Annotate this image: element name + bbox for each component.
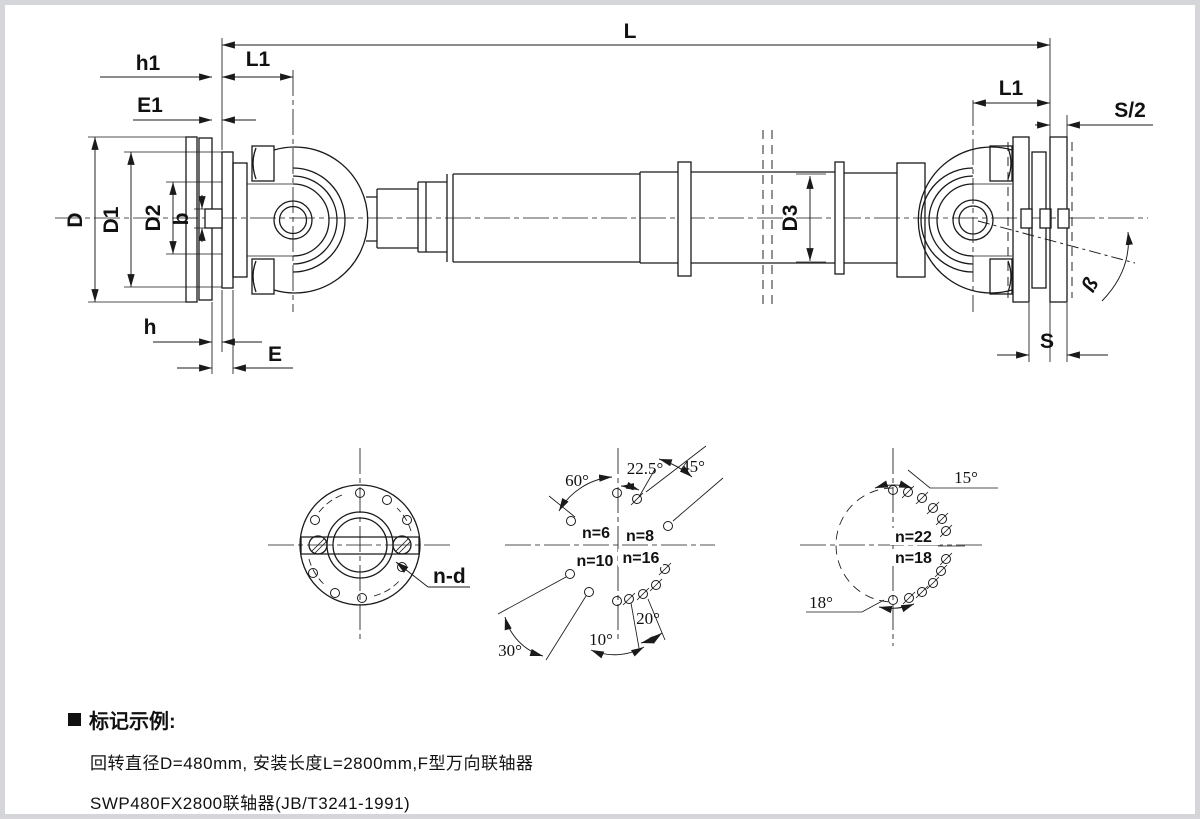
beta-arc (1101, 231, 1133, 302)
arc-225 (620, 481, 640, 491)
marking-example-note: 标记示例: 回转直径D=480mm, 安装长度L=2800mm,F型万向联轴器 … (68, 705, 533, 814)
label-15deg: 15° (954, 468, 978, 487)
left-yoke-outer-arc (273, 146, 369, 294)
label-n10: n=10 (577, 553, 614, 570)
dim-label-b: b (170, 213, 193, 226)
label-30deg: 30° (498, 641, 522, 660)
phantom-bolt-circle (835, 487, 894, 603)
beta-axis-line (977, 220, 1136, 264)
right-flange-bolt-1 (1020, 208, 1033, 229)
shaft (366, 130, 897, 310)
label-n18: n=18 (895, 550, 932, 567)
arc-45 (658, 458, 693, 478)
dim-label-beta: ß (1077, 274, 1103, 296)
dim-label-D3: D3 (779, 205, 802, 232)
nd-leader (395, 561, 429, 588)
dim-label-D1: D1 (100, 206, 123, 233)
tube-1 (453, 173, 640, 263)
main-view (55, 38, 1148, 374)
label-18deg: 18° (809, 593, 833, 612)
label-45deg: 45° (681, 457, 705, 476)
yoke-bar (300, 536, 420, 555)
label-n16: n=16 (623, 550, 660, 567)
dim-label-E: E (268, 343, 282, 366)
right-yoke-outer-arc (917, 146, 1013, 294)
note-title-row: 标记示例: (68, 705, 533, 734)
square-bullet-icon (68, 713, 81, 726)
dimensions: L h1 L1 E1 D D1 D2 b h E (64, 20, 1153, 372)
dim-label-E1: E1 (137, 94, 163, 117)
note-title: 标记示例: (89, 711, 176, 733)
left-flange-bolt (204, 208, 223, 229)
dim-label-D: D (64, 212, 87, 227)
dim-label-L1-left: L1 (246, 48, 271, 71)
right-flange-bolt-3 (1057, 208, 1070, 229)
note-line-2: SWP480FX2800联轴器(JB/T3241-1991) (90, 794, 411, 813)
dim-label-D2: D2 (142, 205, 165, 232)
left-yoke (232, 70, 369, 312)
collar-1 (677, 161, 692, 277)
right-yoke (896, 100, 1013, 312)
arc-30 (504, 616, 544, 657)
arc-60 (558, 474, 613, 512)
arc-10 (590, 646, 645, 659)
bolt-pattern-middle: 60° 22.5° 45° 30° 10° 20° n=6 n=8 n=10 n… (497, 445, 724, 661)
label-60deg: 60° (565, 471, 589, 490)
bolt-pattern-right: 15° 18° n=22 n=18 (800, 448, 998, 646)
tube-2 (639, 171, 835, 264)
left-flange (185, 38, 234, 374)
flange-face-view: n-d (268, 448, 470, 643)
dim-label-L1-right: L1 (999, 77, 1024, 100)
arc-15 (874, 480, 913, 489)
right-holes (888, 485, 953, 605)
spline-section (417, 181, 447, 253)
label-n8: n=8 (626, 528, 654, 545)
label-n-d: n-d (433, 565, 466, 588)
dim-label-h: h (144, 316, 157, 339)
mating-flange-phantom (1007, 142, 1073, 298)
label-20deg: 20° (636, 609, 660, 628)
flange-outer-circle (299, 484, 421, 606)
right-flange (1007, 38, 1073, 362)
label-10deg: 10° (589, 630, 613, 649)
dim-label-L: L (624, 20, 637, 43)
dim-label-h1: h1 (136, 52, 161, 75)
middle-holes (565, 488, 673, 606)
label-n6: n=6 (582, 525, 610, 542)
right-flange-bolt-2 (1039, 208, 1052, 229)
dim-label-S2: S/2 (1114, 99, 1146, 122)
arc-18 (878, 603, 915, 614)
label-225deg: 22.5° (627, 459, 664, 478)
arc-20 (640, 632, 663, 644)
collar-2 (834, 161, 845, 275)
break-lines (762, 130, 773, 310)
dim-label-S: S (1040, 330, 1054, 353)
label-n22: n=22 (895, 529, 932, 546)
note-line-1: 回转直径D=480mm, 安装长度L=2800mm,F型万向联轴器 (90, 754, 534, 773)
